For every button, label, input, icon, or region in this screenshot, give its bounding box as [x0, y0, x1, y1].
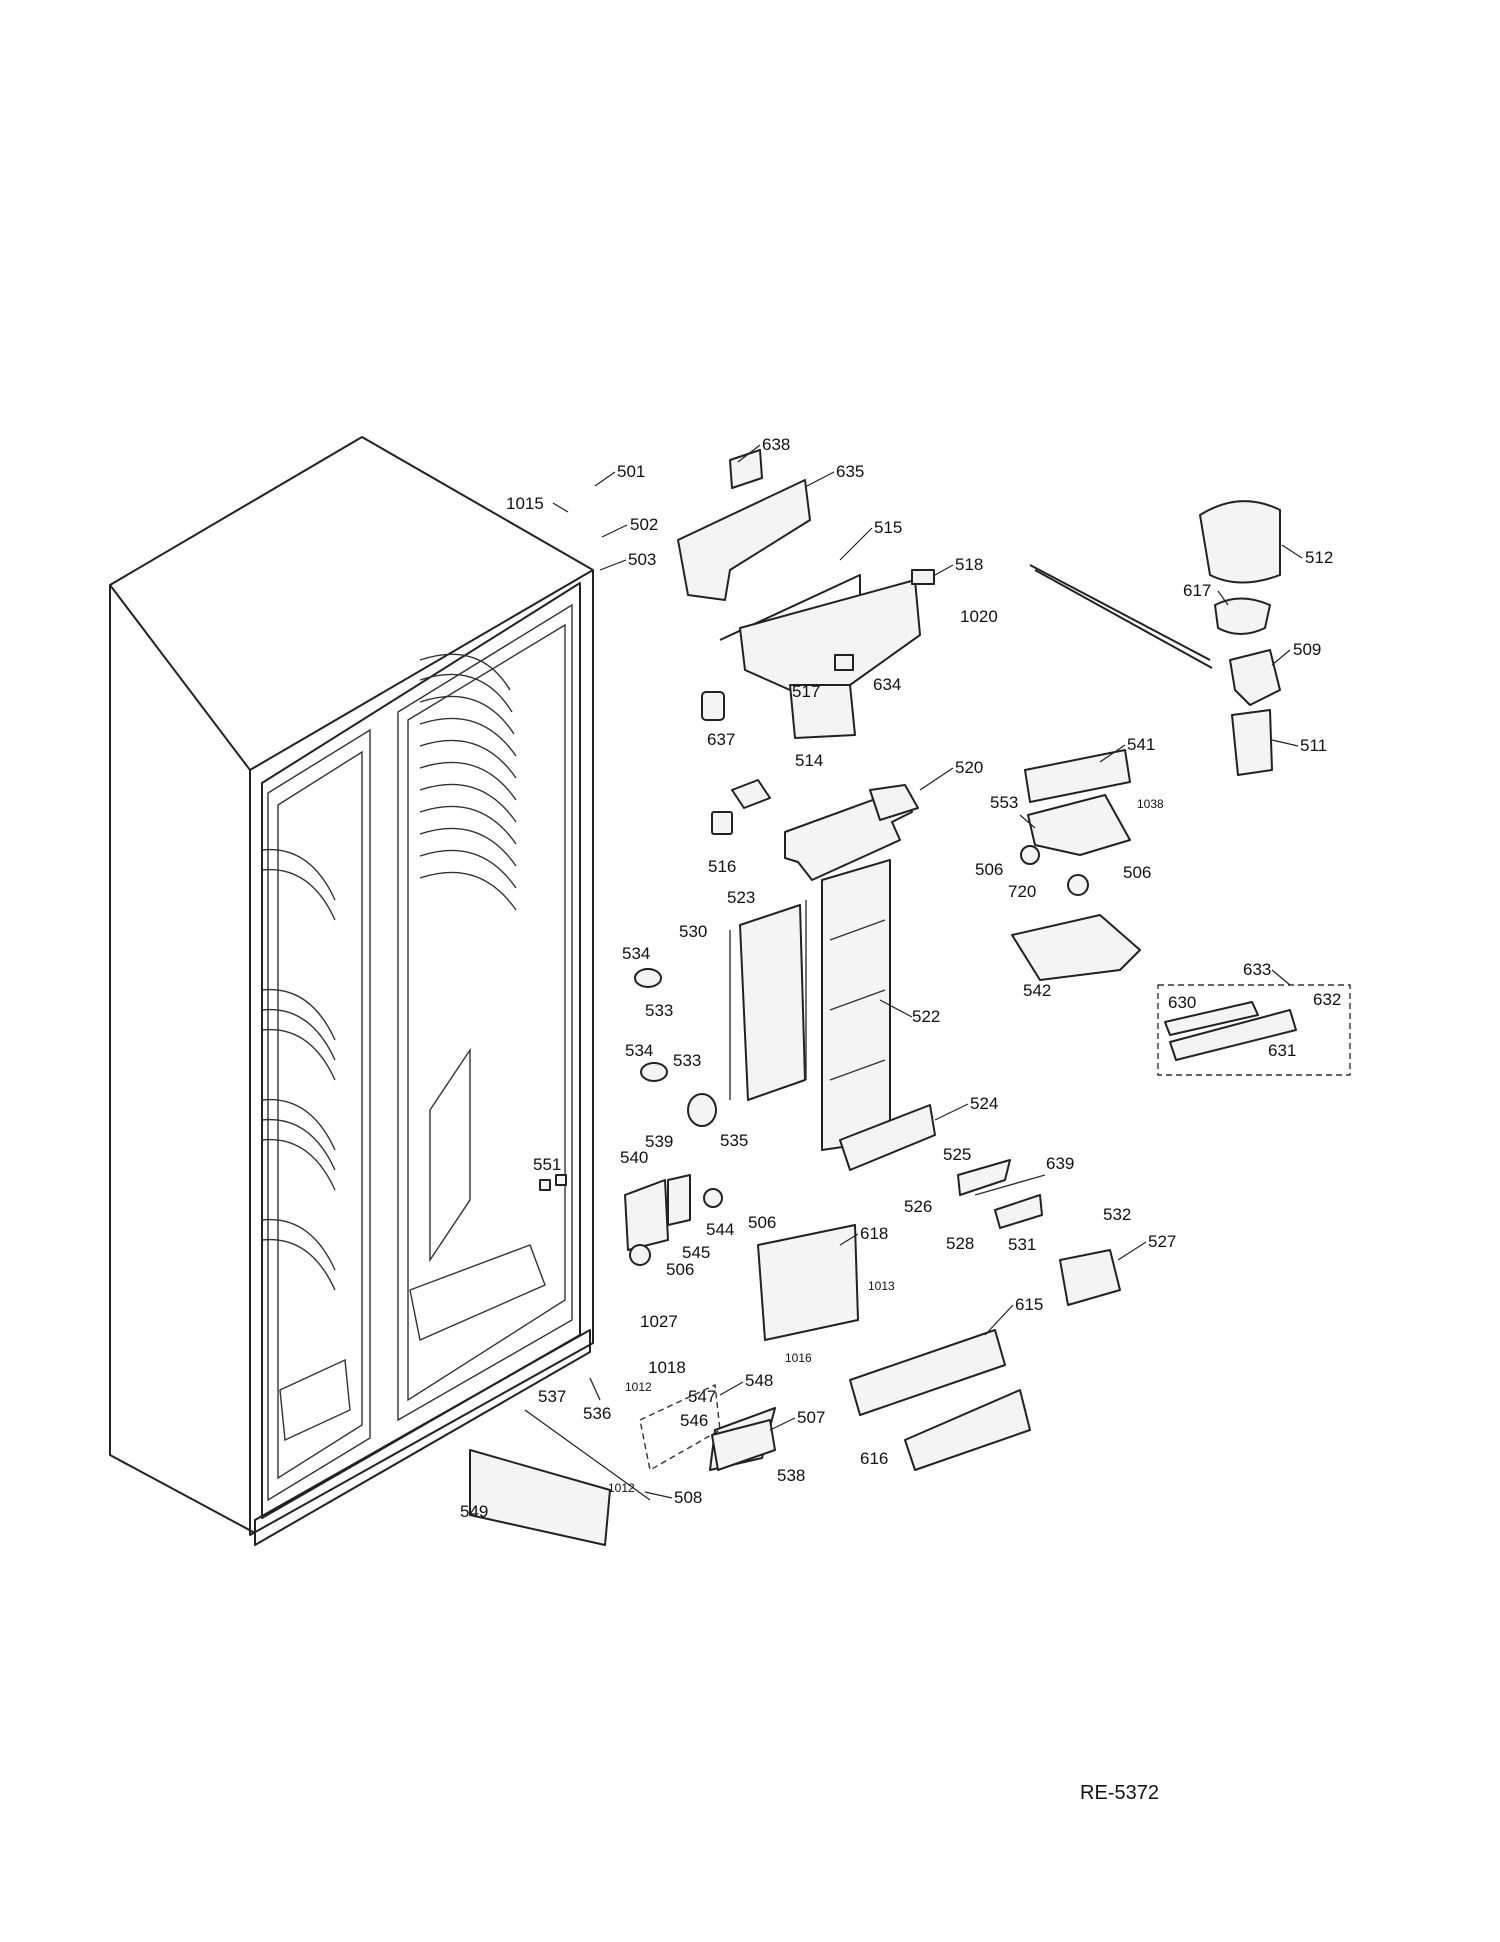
- callout-548: 548: [745, 1371, 773, 1390]
- callout-506: 506: [975, 860, 1003, 879]
- ice-chute-assembly: [677, 449, 935, 739]
- callout-616: 616: [860, 1449, 888, 1468]
- callout-522: 522: [912, 1007, 940, 1026]
- callout-531: 531: [1008, 1235, 1036, 1254]
- callout-544: 544: [706, 1220, 734, 1239]
- callout-547: 547: [688, 1387, 716, 1406]
- callout-506-right: 506: [1123, 863, 1151, 882]
- callout-1013: 1013: [868, 1279, 895, 1293]
- callout-540: 540: [620, 1148, 648, 1167]
- callout-637: 637: [707, 730, 735, 749]
- callout-1038: 1038: [1137, 797, 1164, 811]
- callout-533-lower: 533: [673, 1051, 701, 1070]
- callout-546: 546: [680, 1411, 708, 1430]
- callout-517: 517: [792, 682, 820, 701]
- callout-506-low: 506: [666, 1260, 694, 1279]
- callout-617: 617: [1183, 581, 1211, 600]
- callout-labels: 501 1015 502 503 638 635 515 518 512 617…: [460, 435, 1341, 1521]
- callout-511: 511: [1300, 736, 1327, 755]
- callout-1016: 1016: [785, 1351, 812, 1365]
- callout-542: 542: [1023, 981, 1051, 1000]
- callout-539: 539: [645, 1132, 673, 1151]
- callout-639: 639: [1046, 1154, 1074, 1173]
- callout-530: 530: [679, 922, 707, 941]
- callout-538: 538: [777, 1466, 805, 1485]
- callout-507: 507: [797, 1408, 825, 1427]
- callout-634: 634: [873, 675, 901, 694]
- callout-615: 615: [1015, 1295, 1043, 1314]
- callout-541: 541: [1127, 735, 1155, 754]
- callout-551: 551: [533, 1155, 561, 1174]
- callout-518: 518: [955, 555, 983, 574]
- callout-630: 630: [1168, 993, 1196, 1012]
- callout-1020: 1020: [960, 607, 998, 626]
- door-shelf-ribs: [261, 848, 336, 1291]
- callout-1027: 1027: [640, 1312, 678, 1331]
- callout-553: 553: [990, 793, 1018, 812]
- dispenser-controls: [1011, 749, 1351, 1076]
- dispenser-lower-parts: [469, 1159, 1121, 1546]
- callout-526: 526: [904, 1197, 932, 1216]
- callout-534: 534: [622, 944, 650, 963]
- reference-code: RE-5372: [1080, 1782, 1159, 1804]
- callout-516: 516: [708, 857, 736, 876]
- callout-512: 512: [1305, 548, 1333, 567]
- callout-501: 501: [617, 462, 645, 481]
- callout-502: 502: [630, 515, 658, 534]
- callout-508: 508: [674, 1488, 702, 1507]
- callout-549: 549: [460, 1502, 488, 1521]
- callout-535: 535: [720, 1131, 748, 1150]
- callout-528: 528: [946, 1234, 974, 1253]
- callout-638: 638: [762, 435, 790, 454]
- callout-509: 509: [1293, 640, 1321, 659]
- callout-545: 545: [682, 1243, 710, 1262]
- callout-524: 524: [970, 1094, 998, 1113]
- callout-514: 514: [795, 751, 823, 770]
- callout-533: 533: [645, 1001, 673, 1020]
- callout-1018: 1018: [648, 1358, 686, 1377]
- water-filter-assembly: [1029, 500, 1281, 776]
- callout-633: 633: [1243, 960, 1271, 979]
- callout-1012-low: 1012: [608, 1481, 635, 1495]
- callout-532: 532: [1103, 1205, 1131, 1224]
- callout-515: 515: [874, 518, 902, 537]
- callout-1015: 1015: [506, 494, 544, 513]
- callout-720: 720: [1008, 882, 1036, 901]
- leader-lines: [552, 444, 1303, 1499]
- freezer-wire-shelves: [419, 653, 517, 911]
- callout-631: 631: [1268, 1041, 1296, 1060]
- callout-618: 618: [860, 1224, 888, 1243]
- callout-536: 536: [583, 1404, 611, 1423]
- callout-506-mid: 506: [748, 1213, 776, 1232]
- refrigerator-cabinet: [109, 436, 594, 1546]
- callout-525: 525: [943, 1145, 971, 1164]
- callout-520: 520: [955, 758, 983, 777]
- callout-1012: 1012: [625, 1380, 652, 1394]
- callout-527: 527: [1148, 1232, 1176, 1251]
- callout-537: 537: [538, 1387, 566, 1406]
- callout-523: 523: [727, 888, 755, 907]
- callout-635: 635: [836, 462, 864, 481]
- callout-632: 632: [1313, 990, 1341, 1009]
- callout-534-lower: 534: [625, 1041, 653, 1060]
- dispenser-housing: [634, 779, 936, 1171]
- callout-503: 503: [628, 550, 656, 569]
